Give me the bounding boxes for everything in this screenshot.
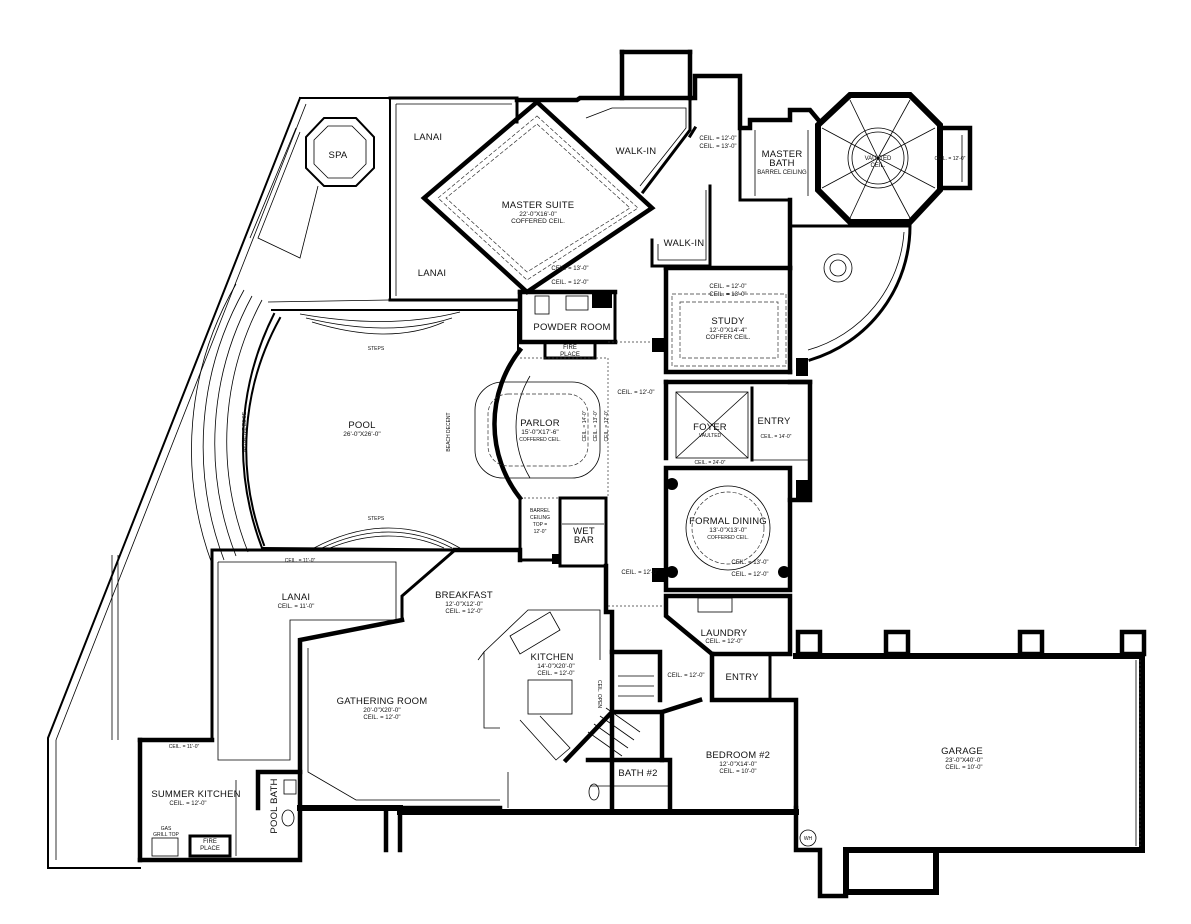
label-laundry: LAUNDRY (701, 628, 748, 639)
label-entry-2: ENTRY (725, 672, 758, 683)
label-master-bath: MASTER (762, 149, 803, 160)
ceil-formal-dining-2: CEIL. = 12'-0" (731, 572, 768, 578)
label-master-bath-2: BATH (769, 158, 794, 169)
ceil-gathering-room: CEIL. = 12'-0" (363, 715, 400, 721)
label-wet-bar: WET (573, 526, 595, 537)
label-steps-2: STEPS (368, 516, 385, 522)
labels: SPA LANAI LANAI MASTER SUITE 22'-0"X16'-… (151, 132, 983, 852)
lower-wing-walls (210, 547, 1147, 899)
ceil-study-1: CEIL. = 12'-0" (709, 284, 746, 290)
dim-study: 12'-0"X14'-4" (709, 327, 747, 334)
label-fire-place-1b: PLACE (560, 352, 580, 358)
dim-parlor: 15'-0"X17'-6" (521, 429, 559, 436)
ceil-foyer: CEIL. = 24'-0" (695, 460, 726, 466)
label-bedroom-2: BEDROOM #2 (706, 750, 770, 761)
columns (552, 294, 808, 582)
ceil-master-suite-1: CEIL. = 13'-0" (551, 266, 588, 272)
note-foyer: VAULTED (699, 433, 722, 439)
label-master-suite: MASTER SUITE (502, 200, 575, 211)
label-lanai-top-1: LANAI (414, 132, 442, 143)
ceil-formal-dining-1: CEIL. = 13'-0" (731, 560, 768, 566)
label-breakfast: BREAKFAST (435, 590, 493, 601)
dim-gathering-room: 20'-0"X20'-0" (363, 707, 401, 714)
ceil-parlor-2: CEIL. = 13'-0" (593, 410, 599, 441)
label-beach-decent: BEACH DECENT (446, 412, 452, 451)
note-master-suite: COFFERED CEIL. (511, 218, 565, 225)
ceil-lanai-bottom: CEIL. = 11'-0" (278, 604, 315, 610)
label-lanai-top-2: LANAI (418, 268, 446, 279)
label-barrel-2: CEILING (530, 515, 550, 521)
label-lanai-bottom: LANAI (282, 592, 310, 603)
master-wing-walls (388, 49, 973, 362)
label-barrel-1: BARREL (530, 508, 550, 514)
ceil-master-suite-2: CEIL. = 12'-0" (551, 280, 588, 286)
label-formal-dining: FORMAL DINING (689, 516, 767, 527)
label-pool-bath: POOL BATH (269, 778, 280, 833)
ceil-study-2: CEIL. = 13'-0" (709, 292, 746, 298)
note-study: COFFER CEIL. (706, 334, 751, 341)
ceil-parlor-3: CEIL. = 12'-0" (604, 410, 610, 441)
label-powder-room: POWDER ROOM (533, 322, 610, 333)
central-core-walls (474, 265, 813, 607)
label-bath-2: BATH #2 (618, 768, 657, 779)
dim-breakfast: 12'-0"X12'-0" (445, 601, 483, 608)
label-steps-1: STEPS (368, 346, 385, 352)
label-pool: POOL (348, 420, 375, 431)
label-barrel-3: TOP = (533, 522, 547, 528)
label-parlor: PARLOR (520, 418, 560, 429)
label-negative-edge: NEGATIVE EDGE (242, 411, 248, 452)
dim-pool: 26'-0"X26'-0" (343, 431, 381, 438)
label-vaulted: VAULTED (865, 156, 892, 162)
label-entry: ENTRY (757, 416, 790, 427)
label-foyer: FOYER (693, 422, 727, 433)
note-master-bath: BARREL CEILING (757, 170, 807, 176)
ceil-summer-top: CEIL. = 11'-0" (169, 744, 200, 750)
ceil-parlor-1: CEIL. = 14'-0" (582, 410, 588, 441)
ceil-stair: CEIL. = 12'-0" (667, 673, 704, 679)
label-water-heater: WH (804, 836, 813, 842)
label-gas-1: GAS (161, 826, 172, 832)
label-spa: SPA (329, 150, 348, 161)
pool-deck-outline (47, 96, 391, 869)
note-formal-dining: COFFERED CEIL. (707, 535, 748, 541)
label-kitchen: KITCHEN (530, 652, 573, 663)
note-kitchen: CEIL. OPEN (596, 680, 602, 708)
dim-kitchen: 14'-0"X20'-0" (537, 663, 575, 670)
spa (249, 117, 375, 259)
ceil-hall-1: CEIL. = 12'-0" (617, 390, 654, 396)
label-fire-place-2: FIRE (203, 839, 217, 845)
label-fire-place-2b: PLACE (200, 846, 220, 852)
label-fire-place-1: FIRE (563, 345, 577, 351)
dim-bedroom-2: 12'-0"X14'-0" (719, 761, 757, 768)
label-walk-in-2: WALK-IN (664, 238, 705, 249)
ceil-summer-kitchen: CEIL. = 12'-0" (169, 801, 206, 807)
note-parlor: COFFERED CEIL. (519, 437, 560, 443)
dim-formal-dining: 13'-0"X13'-0" (709, 527, 747, 534)
label-study: STUDY (711, 316, 745, 327)
ceil-hall-2: CEIL. = 12'-0" (621, 570, 658, 576)
label-gathering-room: GATHERING ROOM (337, 696, 428, 707)
label-garage: GARAGE (941, 746, 983, 757)
ceil-laundry: CEIL. = 12'-0" (705, 639, 742, 645)
ceil-bedroom-2: CEIL. = 10'-0" (719, 769, 756, 775)
summer-kitchen-walls (137, 737, 303, 863)
ceil-garage: CEIL. = 10'-0" (945, 765, 982, 771)
ceil-kitchen: CEIL. = 12'-0" (537, 671, 574, 677)
label-summer-kitchen: SUMMER KITCHEN (151, 789, 240, 800)
label-barrel-4: 12'-0" (534, 529, 547, 535)
label-gas-2: GRILL TOP (153, 832, 179, 838)
ceil-breakfast: CEIL. = 12'-0" (445, 609, 482, 615)
dim-garage: 23'-0"X40'-0" (945, 757, 983, 764)
dim-master-suite: 22'-0"X16'-0" (519, 211, 557, 218)
label-vaulted-2: CEIL. (870, 163, 885, 169)
ceil-entry: CEIL. = 14'-0" (761, 434, 792, 440)
ceil-lanai-top: CEIL. = 11'-0" (285, 558, 316, 564)
ceil-closet-2: CEIL. = 13'-0" (699, 144, 736, 150)
label-wet-bar-2: BAR (574, 535, 594, 546)
ceil-vaulted: CEIL. = 12'-0" (935, 156, 966, 162)
label-walk-in-1: WALK-IN (616, 146, 657, 157)
ceil-closet-1: CEIL. = 12'-0" (699, 136, 736, 142)
